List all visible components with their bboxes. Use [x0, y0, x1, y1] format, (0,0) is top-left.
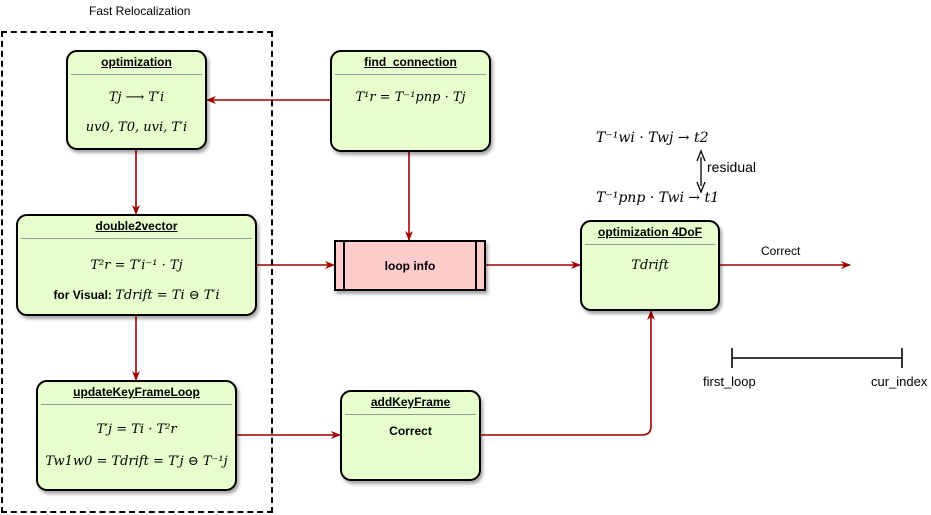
node-title: addKeyFrame — [370, 395, 451, 409]
residual-label: residual — [707, 159, 757, 175]
process-label: loop info — [384, 258, 436, 273]
node-equation: T²r = T′i⁻¹ · Tj — [90, 258, 183, 273]
node-equation: Tj ⟶ T′i — [108, 90, 165, 105]
equation-bottom: T⁻¹pnp · Twi → t1 — [596, 190, 720, 206]
process-bar-left — [343, 242, 345, 289]
node-separator — [345, 414, 476, 415]
node-add-keyframe[interactable]: addKeyFrame Correct — [340, 390, 481, 481]
node-title: double2vector — [95, 219, 178, 233]
node-equation: uv0, T0, uvi, T′i — [85, 120, 188, 135]
node-equation: Tw1w0 = Tdrift = T′j ⊖ T⁻¹j — [45, 454, 228, 469]
node-title: optimization 4DoF — [598, 225, 702, 239]
node-equation-prefix: for Visual: — [53, 288, 116, 302]
node-equation: T¹r = T⁻¹pnp · Tj — [355, 90, 466, 105]
scale-label-cur-index: cur_index — [871, 374, 928, 389]
node-equation: T′j = Ti · T²r — [96, 422, 177, 437]
node-optimization-4dof[interactable]: optimization 4DoF Tdrift — [580, 220, 720, 311]
node-equation-row: for Visual: Tdrift = Ti ⊖ T′i — [18, 288, 255, 303]
node-find-connection[interactable]: find_connection T¹r = T⁻¹pnp · Tj — [330, 50, 491, 152]
arrow-addkeyframe-to-opt4dof — [481, 310, 655, 436]
node-optimization[interactable]: optimization Tj ⟶ T′i uv0, T0, uvi, T′i — [66, 50, 207, 150]
correct-output-label: Correct — [761, 244, 801, 258]
node-title: find_connection — [364, 55, 457, 69]
node-separator — [585, 244, 715, 245]
node-text: Correct — [389, 424, 432, 438]
process-bar-right — [475, 242, 477, 289]
node-title: optimization — [101, 55, 172, 69]
scale-label-first-loop: first_loop — [703, 374, 756, 389]
node-separator — [71, 74, 202, 75]
group-label: Fast Relocalization — [89, 4, 191, 18]
node-title: updateKeyFrameLoop — [73, 385, 200, 399]
node-equation: Tdrift — [631, 258, 669, 273]
process-loop-info[interactable]: loop info — [334, 240, 486, 291]
node-separator — [41, 404, 232, 405]
node-double2vector[interactable]: double2vector T²r = T′i⁻¹ · Tj for Visua… — [16, 214, 257, 316]
node-separator — [335, 74, 486, 75]
fast-relocalization-group — [1, 31, 273, 513]
node-update-keyframe-loop[interactable]: updateKeyFrameLoop T′j = Ti · T²r Tw1w0 … — [36, 380, 237, 491]
equation-top: T⁻¹wi · Twj → t2 — [596, 130, 709, 146]
node-separator — [21, 238, 252, 239]
node-equation: Tdrift = Ti ⊖ T′i — [115, 288, 220, 303]
